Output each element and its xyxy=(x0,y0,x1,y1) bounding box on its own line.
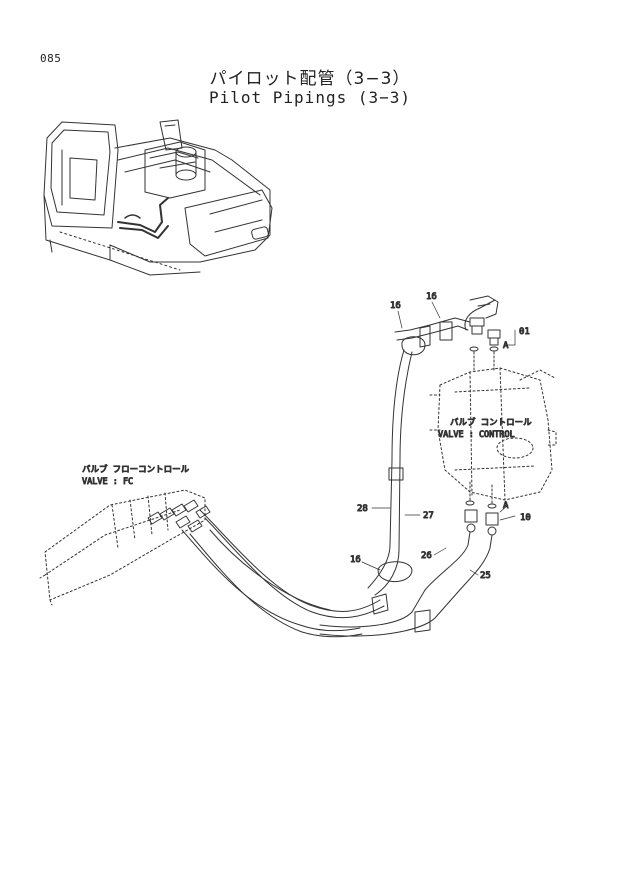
page-title-english: Pilot Pipings (3−3) xyxy=(208,88,412,107)
page-number: 085 xyxy=(40,52,62,65)
part-label-26: 26 xyxy=(421,551,432,561)
excavator-overview-illustration xyxy=(43,119,273,276)
pilot-hoses-from-fc-valve xyxy=(181,509,389,638)
leader-lines xyxy=(361,301,516,576)
part-label-16-top-right: 16 xyxy=(426,292,437,302)
part-label-16-bottom: 16 xyxy=(350,555,361,565)
control-valve-label-en: VALVE : CONTROL xyxy=(438,430,515,440)
part-label-16-top-left: 16 xyxy=(390,301,401,311)
part-label-28: 28 xyxy=(357,504,368,514)
part-label-10: 10 xyxy=(520,513,531,523)
part-label-25: 25 xyxy=(480,571,491,581)
part-label-27: 27 xyxy=(423,511,434,521)
fc-valve-label-en: VALVE : FC xyxy=(82,477,133,487)
part-label-a-bottom: A xyxy=(503,501,509,511)
pilot-hoses-25-26 xyxy=(319,531,493,637)
control-valve-outline xyxy=(429,367,557,501)
part-label-a-top: A xyxy=(503,341,509,351)
page-title-japanese: パイロット配管（3−3） xyxy=(209,69,411,89)
fc-valve-outline xyxy=(39,489,206,606)
part-label-01: 01 xyxy=(519,327,530,337)
fc-valve-label-jp: バルブ フローコントロール xyxy=(82,464,190,475)
fc-valve-fittings xyxy=(147,499,211,533)
control-valve-top-fittings xyxy=(464,299,501,373)
pilot-pipes-vertical xyxy=(367,295,499,596)
control-valve-bottom-fittings xyxy=(464,481,499,536)
control-valve-label-jp: バルブ コントロール xyxy=(450,417,532,428)
